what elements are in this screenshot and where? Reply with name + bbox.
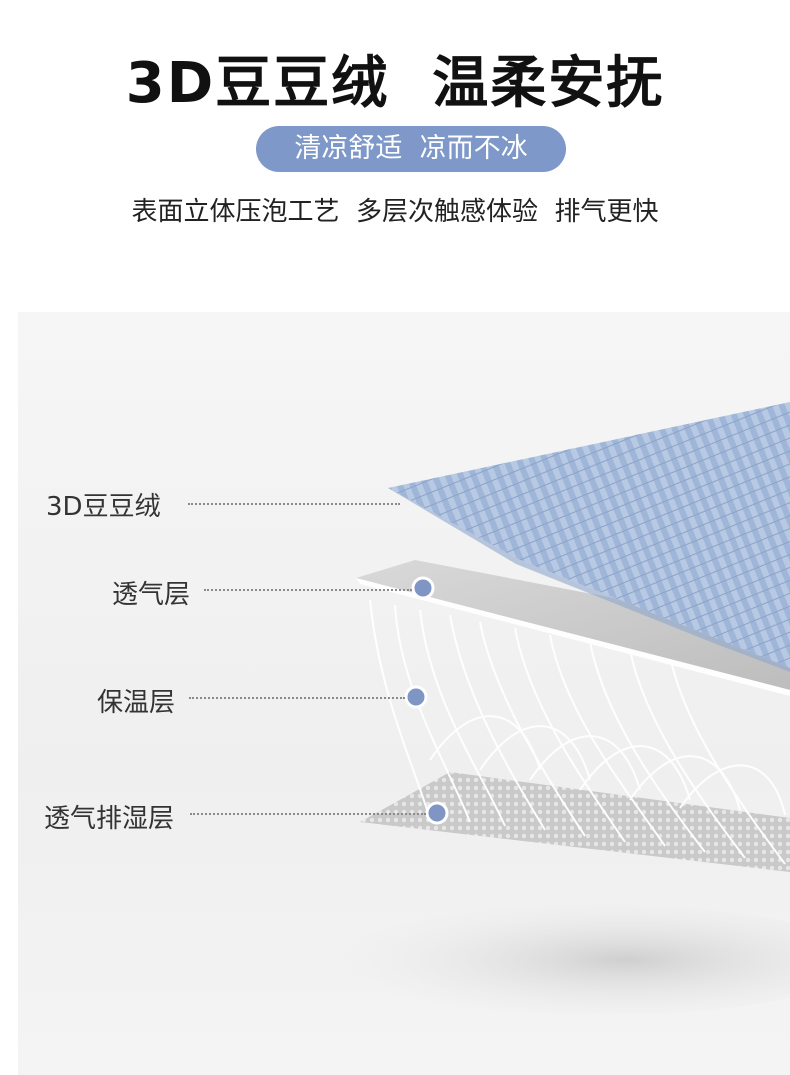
feature-subline: 表面立体压泡工艺 多层次触感体验 排气更快	[131, 197, 659, 227]
leader-line-moisture	[190, 813, 426, 815]
marker-insulation	[404, 685, 428, 709]
leader-line-3d-fabric	[188, 503, 400, 505]
layer-label-breathable: 透气层	[112, 580, 191, 610]
layer-label-3d-fabric: 3D豆豆绒	[46, 492, 161, 522]
marker-moisture	[425, 801, 449, 825]
ground-shadow	[340, 905, 790, 1015]
leader-line-breathable	[204, 589, 412, 591]
marker-breathable	[411, 576, 435, 600]
headline: 3D豆豆绒 温柔安抚	[125, 51, 665, 116]
insulation-loops	[369, 599, 786, 865]
breathable-layer	[356, 560, 790, 690]
top-fabric-layer	[388, 402, 790, 668]
feature-pill: 清凉舒适 凉而不冰	[256, 126, 566, 172]
leader-line-insulation	[189, 697, 405, 699]
layer-label-moisture: 透气排湿层	[44, 804, 175, 834]
layer-label-insulation: 保温层	[97, 688, 176, 718]
